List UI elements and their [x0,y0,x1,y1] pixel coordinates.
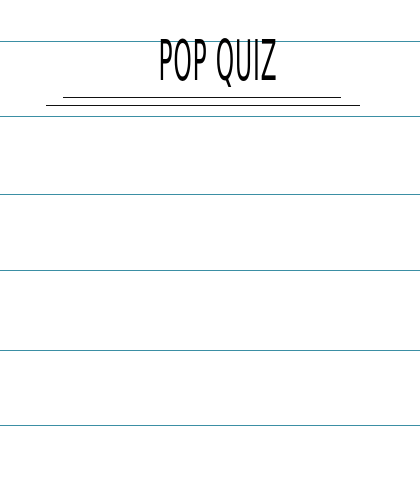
title-graphic: POP QUIZ [158,28,277,93]
title-underline [46,105,360,106]
ruled-line [0,425,420,426]
ruled-line [0,194,420,195]
page-title: POP QUIZ [158,28,277,93]
title-block: POP QUIZ [0,14,420,94]
ruled-line [0,270,420,271]
title-underline [63,97,341,98]
ruled-line [0,41,420,42]
ruled-line [0,350,420,351]
ruled-line [0,116,420,117]
